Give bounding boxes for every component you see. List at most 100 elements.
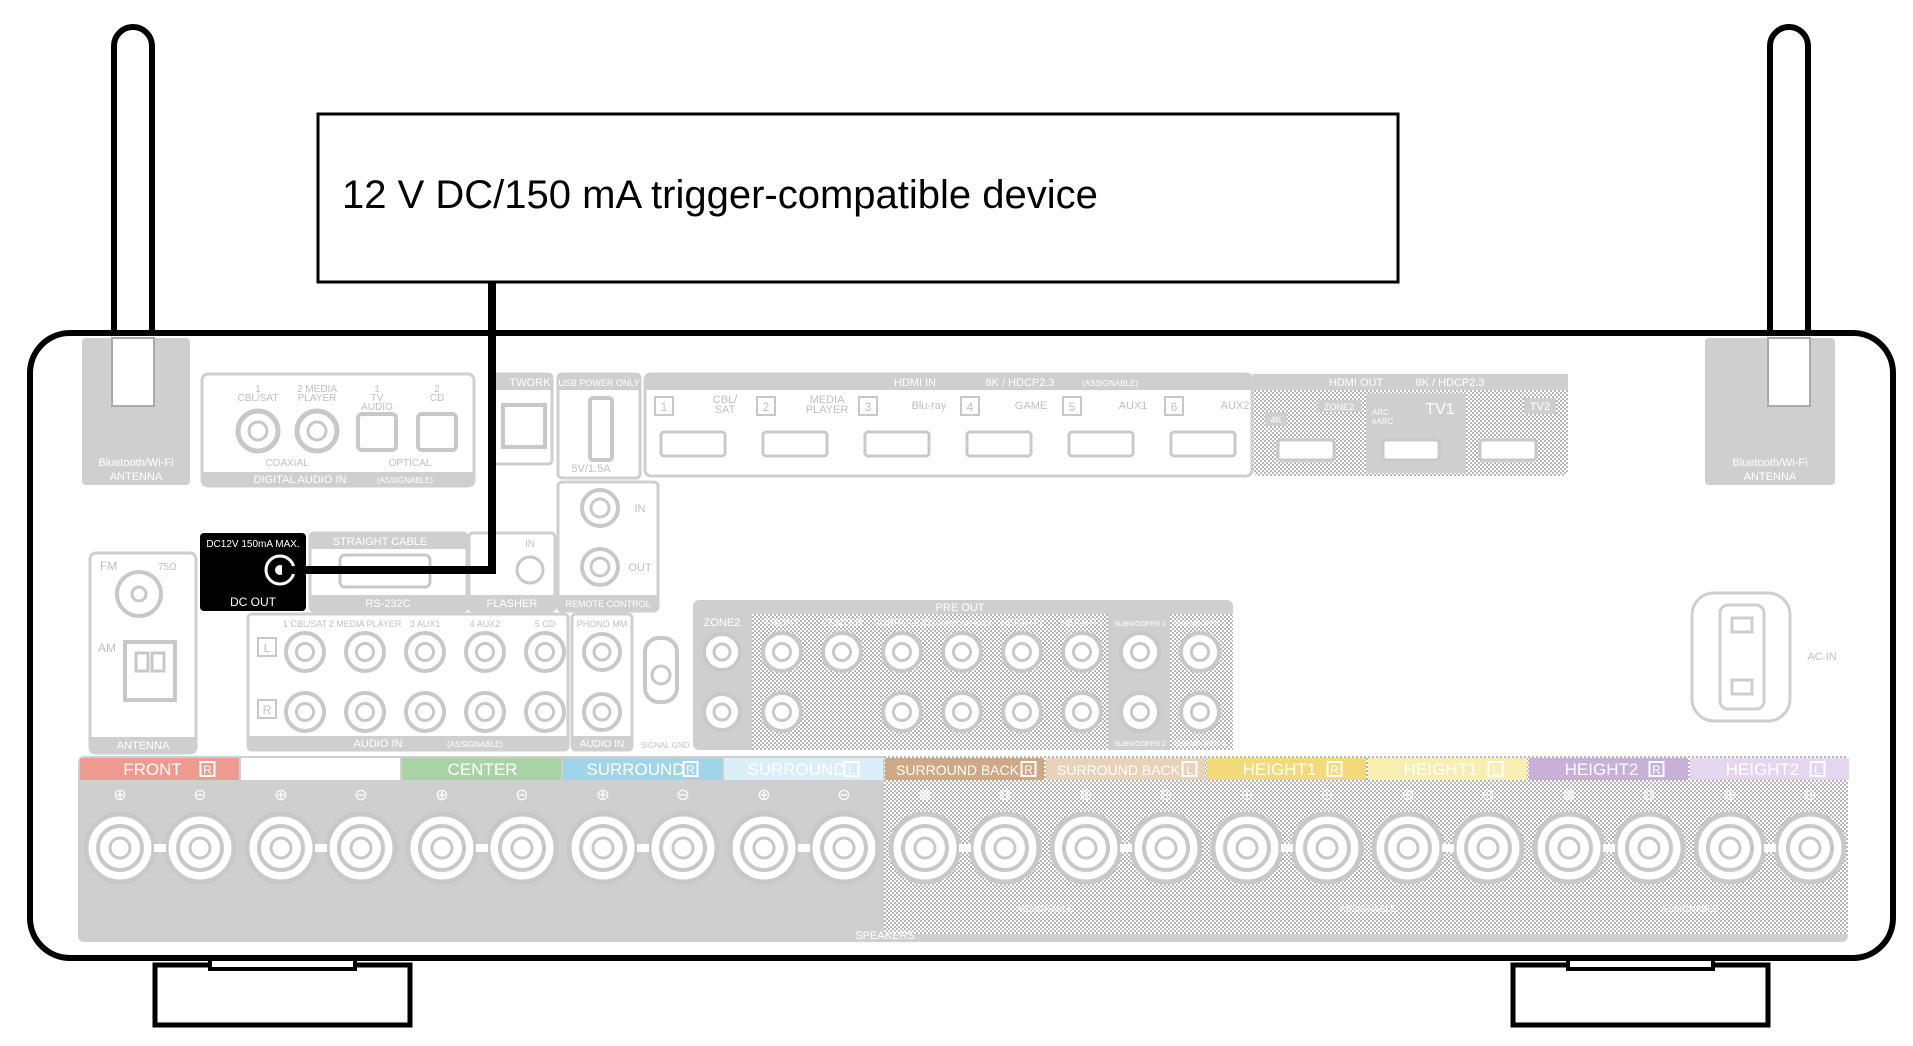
plus-icon: ⊕ (1401, 787, 1414, 804)
audio-in-input-label: 5 CD (535, 619, 556, 629)
audio-in-jack-r (404, 691, 446, 733)
speaker-channel-side: L (1492, 763, 1499, 777)
pre-out-jack-bottom (1001, 691, 1043, 733)
audio-in-jack-l (404, 631, 446, 673)
signal-gnd-label: SIGNAL GND (640, 741, 689, 750)
minus-icon: ⊖ (193, 787, 206, 804)
hdmi-in-port-number: 3 (865, 400, 872, 414)
speaker-channel-name: FRONT (284, 760, 343, 779)
speaker-channel: HEIGHT1 R ⊕ ⊖ (1207, 758, 1366, 885)
hdmi-in-port-name: GAME (1015, 400, 1047, 412)
hdmi-in-port-number: 4 (967, 400, 974, 414)
pre-out-channel-label: CENTER (821, 618, 862, 629)
pre-out-jack-top (1001, 631, 1043, 673)
dc-out-trigger-jack: DC12V 150mA MAX. DC OUT (200, 533, 306, 611)
flasher-label: FLASHER (487, 598, 538, 610)
trigger-cable (282, 282, 496, 574)
left-antenna-label-2: ANTENNA (110, 471, 163, 483)
minus-icon: ⊖ (1320, 787, 1333, 804)
pre-out-jack-top (1061, 631, 1103, 673)
plus-icon: ⊕ (1723, 787, 1736, 804)
phono-title: AUDIO IN (580, 739, 624, 750)
hdmi-in-port-4: 4 GAME (960, 396, 1047, 458)
pre-out-channel-label: SURROUND BACK (931, 621, 993, 628)
hdmi-in-port-name: AUX1 (1119, 400, 1148, 412)
coaxial-label: COAXIAL (265, 458, 309, 469)
usb-label: USB POWER ONLY (558, 378, 639, 388)
speaker-assignable-2: ASSIGNABLE (1339, 904, 1396, 914)
hdmi-in-port-number: 2 (763, 400, 770, 414)
speakers-title: SPEAKERS (855, 930, 914, 942)
speaker-channel-side: R (203, 763, 212, 777)
pre-out-jack-bottom (941, 691, 983, 733)
ac-inlet: AC IN (1690, 591, 1837, 723)
subwoofer-jack-top (1119, 631, 1161, 673)
right-foot (1510, 953, 1771, 1028)
dc-out-rating: DC12V 150mA MAX. (206, 539, 299, 550)
speaker-channel-name: HEIGHT1 (1404, 760, 1478, 779)
audio-in-assignable: (ASSIGNABLE) (447, 740, 503, 749)
hdmi-out-title: HDMI OUT (1329, 377, 1384, 389)
speaker-channel-side: R (686, 763, 695, 777)
subwoofer-jack-top (1179, 631, 1221, 673)
hdmi-in-port-number: 5 (1069, 400, 1076, 414)
hdmi-out-tv1: TV1 (1425, 401, 1454, 418)
trigger-device-box (316, 112, 1400, 284)
speaker-channel-name: HEIGHT1 (1243, 760, 1317, 779)
minus-icon: ⊖ (998, 787, 1011, 804)
hdmi-in-port-name: CBL/SAT (713, 394, 738, 416)
hdmi-in-port-name: Blu-ray (912, 400, 947, 412)
left-antenna-plate: Bluetooth/Wi-Fi ANTENNA (82, 337, 190, 485)
pre-out-jack-top (941, 631, 983, 673)
plus-icon: ⊕ (1240, 787, 1253, 804)
pre-out-channel-label: SURROUND (873, 618, 931, 629)
pre-out-jack-bottom (1061, 691, 1103, 733)
ohm-label: 75Ω (158, 562, 177, 573)
hdmi-out-spec: 8K / HDCP2.3 (1415, 377, 1484, 389)
optical-label: OPTICAL (389, 458, 432, 469)
minus-icon: ⊖ (1642, 787, 1655, 804)
speaker-channel-side: L (365, 763, 372, 777)
tuner-antenna-panel: FM 75Ω AM ANTENNA (88, 551, 198, 755)
audio-in-jack-r (464, 691, 506, 733)
speaker-channel-name: FRONT (123, 760, 182, 779)
plus-icon: ⊕ (435, 787, 448, 804)
speaker-channel-side: L (1186, 763, 1193, 777)
audio-in-jack-r (284, 691, 326, 733)
speaker-assignable-3: ASSIGNABLE (1661, 904, 1718, 914)
right-antenna-label: Bluetooth/Wi-Fi (1732, 457, 1807, 469)
speaker-channel-side: R (1652, 763, 1661, 777)
ac-in-label: AC IN (1807, 651, 1836, 663)
right-antenna-plate: Bluetooth/Wi-Fi ANTENNA (1705, 337, 1835, 485)
speaker-channel-side: R (1330, 763, 1339, 777)
subwoofer-jack-bottom (1179, 691, 1221, 733)
speaker-channel-side: R (1024, 763, 1033, 777)
rs232c-label: RS-232C (365, 598, 410, 610)
network-label: TWORK (510, 377, 552, 389)
minus-icon: ⊖ (676, 787, 689, 804)
subwoofer-top-label: SUBWOOFER 1 (1114, 621, 1166, 628)
pre-out-jack-bottom (761, 691, 803, 733)
speaker-channel: CENTER⊕⊖ (402, 758, 561, 885)
digital-audio-in-panel: COAXIAL OPTICAL DIGITAL AUDIO IN (ASSIGN… (200, 372, 476, 488)
speaker-channel-name: HEIGHT2 (1565, 760, 1639, 779)
plus-icon: ⊕ (596, 787, 609, 804)
phono-label: PHONO MM (577, 619, 628, 629)
speaker-channel-name: SURROUND BACK (896, 762, 1020, 778)
plus-icon: ⊕ (757, 787, 770, 804)
am-label: AM (98, 641, 116, 655)
subwoofer-bottom-label: SUBWOOFER 2 (1114, 741, 1166, 748)
subwoofer-jack-bottom (1119, 691, 1161, 733)
